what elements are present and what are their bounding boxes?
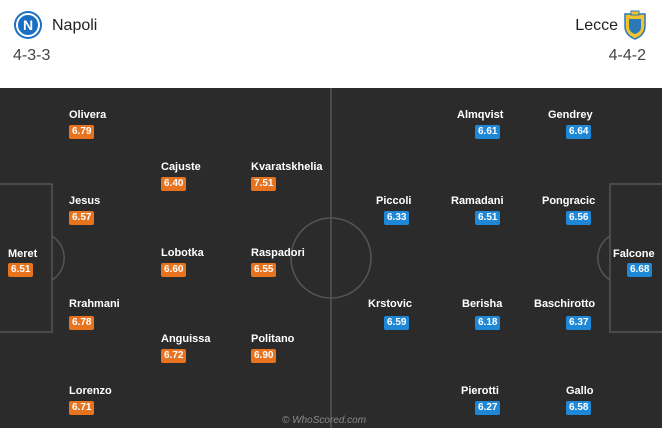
player-rating: 6.71 — [69, 401, 95, 415]
player-name[interactable]: Olivera — [69, 109, 107, 121]
player-name[interactable]: Baschirotto — [534, 298, 596, 310]
napoli-crest-icon: N — [14, 11, 42, 39]
player-rating: 6.57 — [69, 211, 95, 225]
player-rating: 6.27 — [475, 401, 501, 415]
match-header: N Napoli 4-3-3 Lecce 4-4-2 — [0, 0, 662, 88]
player-rating: 7.51 — [251, 177, 277, 191]
player-name[interactable]: Politano — [251, 333, 295, 345]
player-rating: 6.18 — [475, 316, 501, 330]
player-name[interactable]: Lobotka — [161, 247, 204, 259]
whoscored-watermark: © WhoScored.com — [282, 415, 367, 426]
player-rating: 6.59 — [384, 316, 410, 330]
player-rating: 6.37 — [566, 316, 592, 330]
player-name[interactable]: Krstovic — [368, 298, 413, 310]
player-name[interactable]: Pongracic — [542, 195, 596, 207]
player-name[interactable]: Gallo — [566, 385, 594, 397]
player-name[interactable]: Gendrey — [548, 109, 593, 121]
pitch-markings — [0, 88, 662, 428]
home-team-name[interactable]: Napoli — [52, 17, 98, 34]
player-rating: 6.64 — [566, 125, 592, 139]
player-name[interactable]: Jesus — [69, 195, 101, 207]
player-name[interactable]: Anguissa — [161, 333, 211, 345]
player-name[interactable]: Raspadori — [251, 247, 305, 259]
player-name[interactable]: Berisha — [462, 298, 503, 310]
away-team-name[interactable]: Lecce — [575, 17, 618, 34]
player-rating: 6.33 — [384, 211, 410, 225]
player-rating: 6.60 — [161, 263, 187, 277]
pitch: Olivera 6.79 Cajuste 6.40 Kvaratskhelia … — [0, 88, 662, 428]
player-name[interactable]: Ramadani — [451, 195, 504, 207]
svg-text:N: N — [23, 17, 33, 33]
player-rating: 6.61 — [475, 125, 501, 139]
player-rating: 6.51 — [8, 263, 34, 277]
player-rating: 6.55 — [251, 263, 277, 277]
player-name[interactable]: Lorenzo — [69, 385, 112, 397]
player-rating: 6.90 — [251, 349, 277, 363]
player-name[interactable]: Falcone — [613, 248, 655, 260]
player-name[interactable]: Meret — [8, 248, 38, 260]
player-rating: 6.58 — [566, 401, 592, 415]
home-formation: 4-3-3 — [13, 47, 51, 64]
player-rating: 6.78 — [69, 316, 95, 330]
player-rating: 6.68 — [627, 263, 653, 277]
player-rating: 6.51 — [475, 211, 501, 225]
player-name[interactable]: Pierotti — [461, 385, 499, 397]
player-rating: 6.79 — [69, 125, 95, 139]
lecce-crest-icon — [624, 10, 646, 40]
away-formation: 4-4-2 — [608, 47, 646, 64]
player-name[interactable]: Almqvist — [457, 109, 504, 121]
player-name[interactable]: Rrahmani — [69, 298, 120, 310]
player-rating: 6.40 — [161, 177, 187, 191]
player-name[interactable]: Kvaratskhelia — [251, 161, 323, 173]
player-name[interactable]: Piccoli — [376, 195, 412, 207]
player-rating: 6.72 — [161, 349, 187, 363]
player-name[interactable]: Cajuste — [161, 161, 201, 173]
player-rating: 6.56 — [566, 211, 592, 225]
